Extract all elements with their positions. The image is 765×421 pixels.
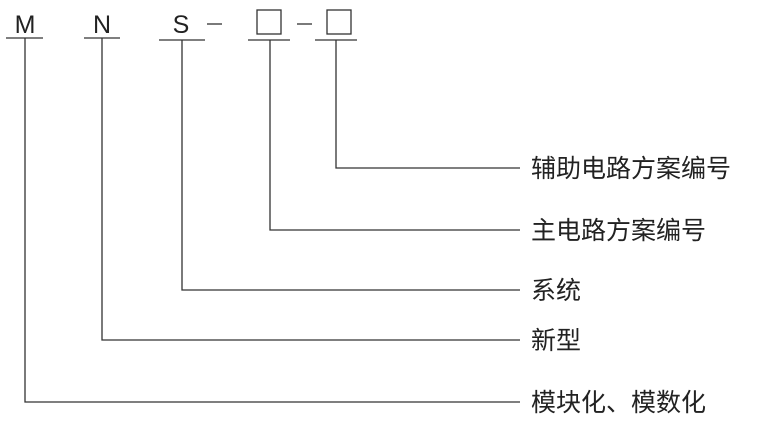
placeholder-box-main <box>256 9 282 35</box>
label-main-circuit: 主电路方案编号 <box>531 216 706 245</box>
code-letter-s: S <box>173 11 190 39</box>
leader-aux <box>335 40 520 169</box>
leader-system <box>181 40 520 291</box>
code-letter-n: N <box>93 11 111 39</box>
leader-modular <box>24 38 520 403</box>
leader-main <box>269 40 520 231</box>
leader-new-type <box>101 38 520 341</box>
label-modular: 模块化、模数化 <box>531 388 706 417</box>
placeholder-box-aux <box>326 9 352 35</box>
label-aux-circuit: 辅助电路方案编号 <box>531 154 731 183</box>
label-system: 系统 <box>531 276 581 305</box>
label-new-type: 新型 <box>531 326 581 355</box>
code-letter-m: M <box>15 11 36 39</box>
